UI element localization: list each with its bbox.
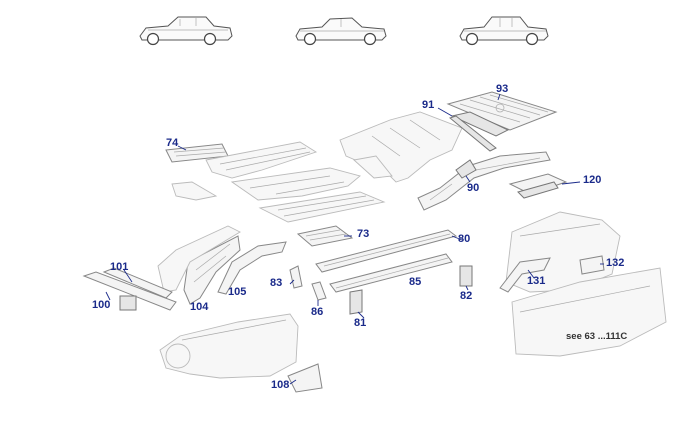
label-104[interactable]: 104 [190,301,209,313]
part-crossmember-100[interactable] [82,271,177,311]
part-bracket-86[interactable] [311,281,327,301]
label-73[interactable]: 73 [357,228,370,240]
label-81[interactable]: 81 [354,317,367,329]
part-rocker-80[interactable] [315,229,458,273]
part-panel-73[interactable] [296,225,354,247]
car-coupe-icon[interactable] [295,17,387,46]
label-90[interactable]: 90 [467,182,480,194]
part-rear-side-panel[interactable] [511,267,667,357]
label-80[interactable]: 80 [458,233,471,245]
label-100[interactable]: 100 [92,299,111,311]
label-83[interactable]: 83 [270,277,283,289]
part-panel-108[interactable] [287,363,323,393]
part-floor-tunnel[interactable] [339,111,463,183]
label-85[interactable]: 85 [409,276,422,288]
part-bracket-83[interactable] [289,265,303,289]
part-wheelhouse-104[interactable] [183,235,241,305]
part-panel-132[interactable] [579,255,605,275]
part-wheelhouse-105[interactable] [217,241,287,295]
part-front-fender[interactable] [159,313,299,379]
part-rocker-85[interactable] [329,253,453,293]
part-rear-floor[interactable] [446,91,558,137]
car-limousine-icon[interactable] [459,16,549,46]
label-131[interactable]: 131 [527,275,546,287]
label-86[interactable]: 86 [311,306,324,318]
label-105[interactable]: 105 [228,286,247,298]
car-sedan-icon[interactable] [139,16,233,46]
label-132[interactable]: 132 [606,257,625,269]
label-120[interactable]: 120 [583,174,602,186]
part-wheelarch-131[interactable] [499,257,551,293]
label-91[interactable]: 91 [422,99,435,111]
part-jack-81[interactable] [349,289,363,315]
leader-lines [105,93,604,385]
label-82[interactable]: 82 [460,290,473,302]
part-rail-91[interactable] [448,115,497,152]
part-crossmember-120[interactable] [508,173,568,199]
label-101[interactable]: 101 [110,261,129,273]
reference-note[interactable]: see 63 ...111C [566,331,628,342]
part-rear-member[interactable] [417,151,551,211]
part-jack-82[interactable] [459,265,473,287]
label-108[interactable]: 108 [271,379,290,391]
label-74[interactable]: 74 [166,137,179,149]
label-93[interactable]: 93 [496,83,509,95]
part-crossmember-101[interactable] [102,267,173,299]
part-floor-assembly[interactable] [171,141,386,223]
